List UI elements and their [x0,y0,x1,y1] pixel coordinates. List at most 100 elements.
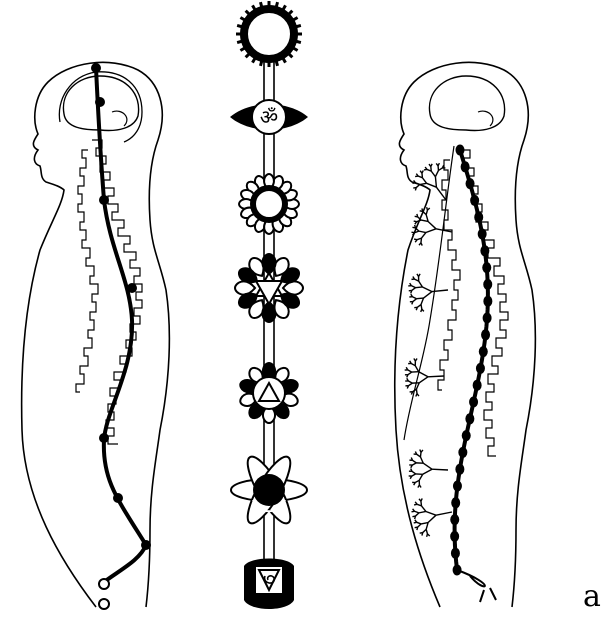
nerve-branch-icon [423,469,432,474]
nerve-branch-icon [428,376,444,377]
nerve-branch-icon [436,163,438,165]
nerve-branch-icon [435,177,436,188]
lotus-petal-icon [235,281,255,294]
central-channel-left-icon [91,63,151,609]
nerve-branch-icon [422,287,432,292]
nerve-branch-icon [428,221,436,228]
cord-segment-icon [462,430,471,441]
om-glyph: ॐ [260,105,278,129]
human-silhouette-right-icon [395,62,536,607]
cord-segment-icon [450,531,459,542]
nerve-branch-icon [419,474,422,480]
cord-segment-icon [453,481,462,492]
root-chakra-icon [244,559,294,610]
nerve-branch-icon [427,183,437,187]
nerve-branch-icon [419,377,428,383]
human-silhouette-left-icon [22,62,170,607]
cord-segment-icon [478,229,487,240]
sun-ray-icon [246,11,250,15]
nerve-branch-icon [420,211,423,212]
sun-ray-icon [293,48,297,51]
cord-tail-icon [457,570,496,602]
nerve-branch-icon [423,463,432,469]
nerve-branch-icon [421,233,425,239]
nerve-branch-icon [412,183,415,184]
lotus-petal-icon [283,281,303,294]
sun-ray-icon [276,61,277,66]
cord-segment-icon [482,262,491,273]
cord-segment-icon [476,363,485,374]
nerve-branch-icon [420,183,427,184]
nerve-branch-icon [417,298,424,299]
nerve-branch-icon [411,511,414,512]
nerve-branch-icon [421,506,425,512]
nerve-branch-icon [422,309,424,311]
nerve-branch-icon [419,511,426,512]
chakra-column-icon: ॐ [230,1,308,609]
spinal-cord-line-icon [455,150,488,570]
nerve-branch-icon [424,292,432,298]
cord-segment-icon [465,413,474,424]
cord-segment-icon [473,380,482,391]
nerve-branch-icon [426,229,436,233]
sun-ray-icon [289,54,293,58]
nerve-branch-icon [412,227,415,228]
nerve-branch-icon [428,515,436,522]
cord-segment-icon [450,514,459,525]
nerve-branch-icon [419,281,423,287]
cord-segment-icon [474,212,483,223]
nerve-branch-icon [416,185,419,188]
nerve-branch-icon [415,176,418,177]
nerve-branch-icon [419,372,428,377]
nerve-branch-icon [424,169,427,170]
nerve-branch-icon [421,243,422,246]
cord-segment-icon [451,548,460,559]
cord-segment-icon [481,329,490,340]
cord-segment-icon [461,161,470,172]
nerve-branch-icon [415,287,422,288]
cord-segment-icon [483,279,492,290]
nerve-branch-icon [417,527,418,530]
nerve-branch-icon [422,178,426,184]
cord-segment-icon [480,245,489,256]
crown-chakra-icon [236,1,302,67]
nerve-branch-icon [409,383,413,386]
nerve-branch-icon [415,513,418,516]
nerve-branch-icon [419,231,426,232]
nerve-branch-icon [415,366,418,372]
sun-ray-icon [296,41,301,42]
sun-ray-icon [296,25,301,26]
sun-ray-icon [253,5,256,9]
spinal-cord-right-icon [450,145,496,603]
nerve-branch-icon [432,469,448,470]
nerve-branch-icon [420,457,423,463]
cord-segment-icon [456,145,465,156]
sun-ray-icon [293,18,297,21]
sun-ray-icon [289,11,293,15]
nerve-branch-icon [426,511,436,515]
cord-segment-icon [455,464,464,475]
nerve-branch-icon [422,533,423,536]
nerve-branch-icon [421,305,422,310]
nerve-branch-icon [415,188,416,191]
heart-chakra-icon [235,254,303,322]
nerve-branch-icon [415,216,418,217]
sun-ray-icon [253,58,256,62]
panel-letter: a [583,582,601,612]
sun-ray-icon [260,61,261,66]
nerve-branch-icon [417,394,419,396]
sun-ray-icon [283,5,286,9]
nerve-branch-icon [414,522,417,523]
nerve-branch-icon [418,524,421,527]
cord-segment-icon [483,313,492,324]
third-eye-chakra-icon: ॐ [230,100,308,134]
sun-ray-icon [283,58,286,62]
nerve-branch-icon [415,516,416,519]
nerve-branch-icon [419,485,421,488]
nerve-branch-icon [436,512,452,515]
nerve-branch-icon [420,450,421,453]
sun-ray-icon [240,48,244,51]
cord-segment-icon [469,397,478,408]
nerve-branch-icon [417,274,419,277]
nerve-branch-icon [414,504,417,505]
